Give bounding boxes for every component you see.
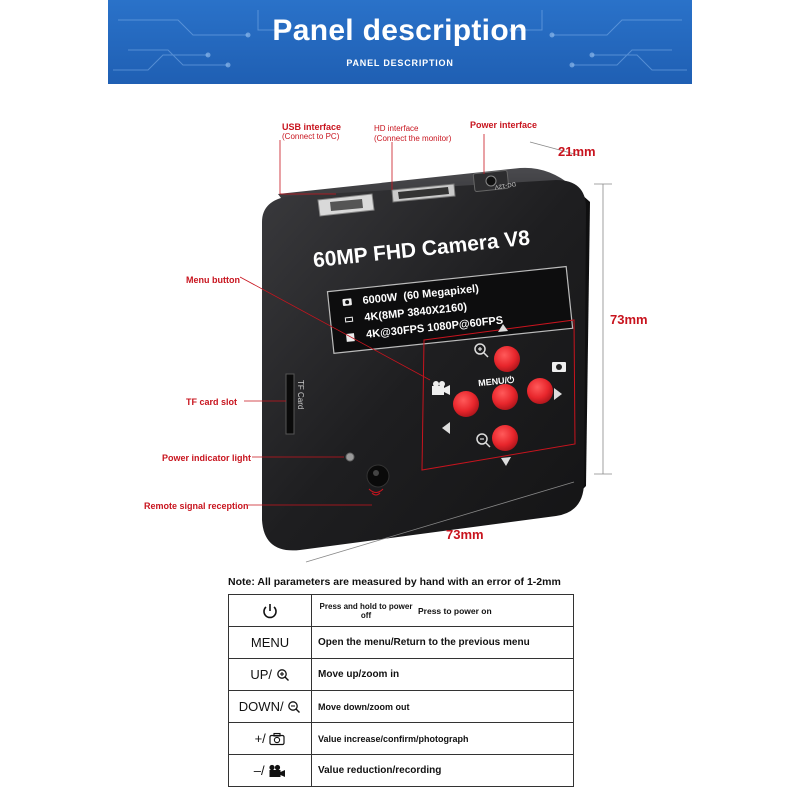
key-text: +/	[254, 730, 266, 746]
power-indicator-light	[345, 452, 355, 462]
callout-indicator: Power indicator light	[162, 453, 252, 463]
desc-cell: Press and hold to power off Press to pow…	[311, 594, 574, 627]
zoom-out-icon	[476, 433, 488, 445]
callout-hd-title: HD interface	[374, 124, 419, 133]
table-row: –/ Value reduction/recording	[228, 754, 574, 787]
table-row: UP/ Move up/zoom in	[228, 658, 574, 691]
device-drawing: DC-12V 60MP FHD Camera V8 6000W (60 Mega…	[239, 134, 612, 563]
table-row: MENU Open the menu/Return to the previou…	[228, 626, 574, 659]
key-cell: UP/	[228, 658, 312, 691]
table-row: DOWN/ Move down/zoom out	[228, 690, 574, 723]
key-cell: +/	[228, 722, 312, 755]
power-icon	[263, 603, 277, 618]
remote-sensor	[366, 464, 390, 488]
spec-label-box	[326, 265, 574, 354]
page-title: Panel description	[272, 14, 528, 47]
key-cell: DOWN/	[228, 690, 312, 723]
tf-card-label: TF Card	[296, 380, 305, 409]
callout-hd: HD interface (Connect the monitor)	[374, 124, 451, 144]
camera-icon	[269, 733, 286, 746]
power-port-label: DC-12V	[494, 180, 516, 190]
header-banner: Panel description PANEL DESCRIPTION	[108, 0, 692, 84]
key-cell: MENU	[228, 626, 312, 659]
callout-remote: Remote signal reception	[144, 501, 249, 511]
desc-cell: Open the menu/Return to the previous men…	[311, 626, 574, 659]
desc-cell: Move down/zoom out	[311, 690, 574, 723]
callout-usb: USB interface (Connect to PC)	[282, 122, 341, 142]
page-subtitle: PANEL DESCRIPTION	[346, 58, 454, 68]
button-panel-outline	[421, 319, 576, 471]
key-cell: –/	[228, 754, 312, 787]
dimension-height: 73mm	[610, 312, 648, 327]
key-cell	[228, 594, 312, 627]
dimension-depth: 21mm	[558, 144, 596, 159]
key-text: DOWN/	[238, 698, 284, 714]
circuit-pattern-decoration	[113, 10, 687, 71]
device-figure: DC-12V 60MP FHD Camera V8 6000W (60 Mega…	[0, 84, 800, 574]
dimension-width: 73mm	[446, 527, 484, 542]
hold-desc: Press and hold to power off	[319, 601, 413, 620]
callout-usb-title: USB interface	[282, 122, 342, 132]
minus-button[interactable]	[453, 391, 479, 417]
zoom-in-icon	[276, 669, 289, 682]
table-row: Press and hold to power off Press to pow…	[228, 594, 574, 627]
video-camera-icon	[269, 765, 286, 778]
measurement-note: Note: All parameters are measured by han…	[228, 576, 561, 588]
callout-tf-slot: TF card slot	[186, 397, 238, 407]
key-text: –/	[253, 762, 265, 778]
menu-power-button[interactable]	[492, 384, 518, 410]
table-row: +/ Value increase/confirm/photograph	[228, 722, 574, 755]
zoom-in-icon	[474, 343, 486, 355]
up-button[interactable]	[494, 346, 520, 372]
zoom-out-icon	[288, 701, 301, 714]
callout-hd-sub: (Connect the monitor)	[374, 134, 452, 143]
plus-button[interactable]	[527, 378, 553, 404]
callout-power: Power interface	[470, 120, 538, 130]
callout-usb-sub: (Connect to PC)	[282, 132, 340, 141]
button-function-table: Press and hold to power off Press to pow…	[228, 594, 574, 787]
video-camera-icon	[432, 386, 444, 395]
down-button[interactable]	[492, 425, 518, 451]
desc-cell: Value reduction/recording	[311, 754, 574, 787]
desc-cell: Move up/zoom in	[311, 658, 574, 691]
press-desc: Press to power on	[418, 605, 492, 616]
desc-cell: Value increase/confirm/photograph	[311, 722, 574, 755]
key-text: UP/	[250, 666, 273, 682]
callout-menu-button: Menu button	[186, 275, 240, 285]
tf-card-slot	[285, 373, 295, 435]
